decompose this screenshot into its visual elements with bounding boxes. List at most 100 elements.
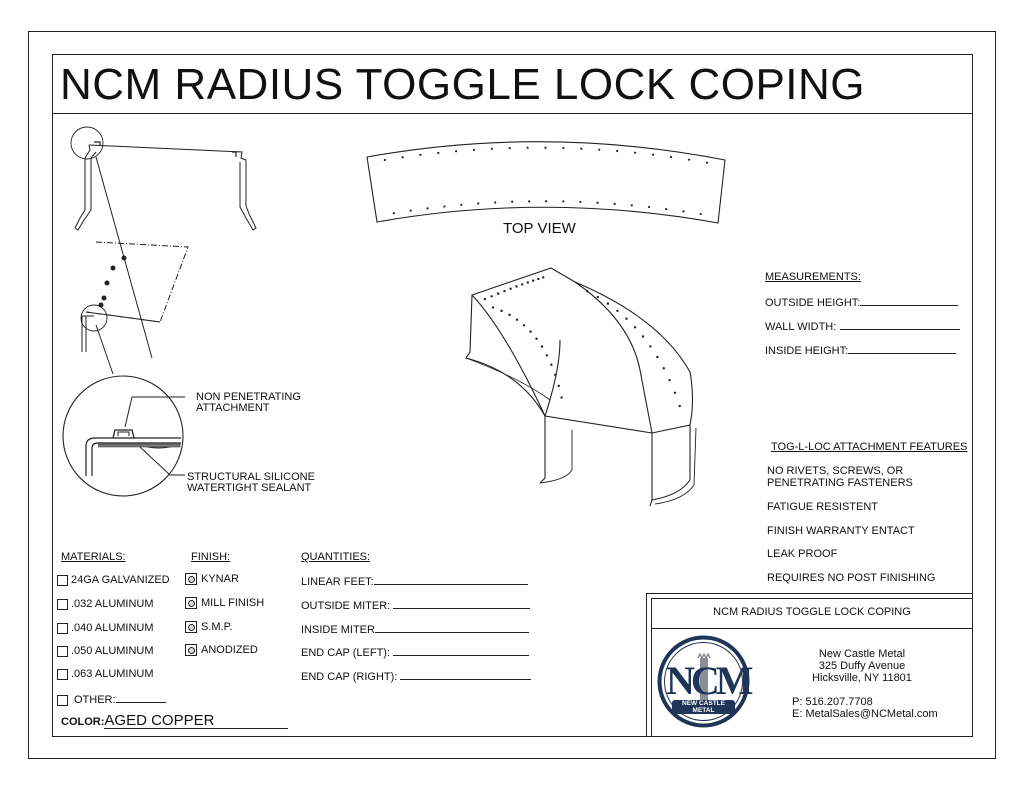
radio[interactable] [185, 597, 197, 610]
color-label: COLOR: [61, 716, 105, 728]
feature-item: LEAK PROOF [767, 548, 838, 560]
finish-option[interactable]: ANODIZED [185, 644, 258, 657]
fastener-hole-dots [383, 146, 709, 408]
hole-dot [585, 289, 589, 293]
hole-dot [647, 205, 651, 209]
measurement-blank[interactable] [848, 343, 957, 354]
hole-dot [662, 367, 665, 370]
quantities-heading: QUANTITIES: [301, 551, 371, 563]
material-option-other[interactable]: OTHER: [57, 692, 166, 707]
feature-item: FINISH WARRANTY ENTACT [767, 525, 915, 537]
sheet-outer-border [28, 31, 996, 759]
hole-dot [616, 309, 619, 313]
title-block-rule [651, 628, 973, 629]
sheet-title: NCM RADIUS TOGGLE LOCK COPING [60, 60, 866, 109]
hole-dot [557, 384, 560, 388]
hole-dot [678, 404, 681, 408]
radio[interactable] [185, 644, 197, 657]
material-option[interactable]: .040 ALUMINUM [57, 622, 154, 635]
hole-dot [490, 147, 493, 150]
finish-option[interactable]: KYNAR [185, 573, 239, 586]
hole-dot [682, 210, 685, 213]
radio[interactable] [185, 621, 197, 634]
material-option[interactable]: .063 ALUMINUM [57, 668, 154, 681]
ncm-logo: NCM NEW CASTLE METAL [656, 634, 754, 729]
hole-dot [598, 148, 601, 151]
finish-option[interactable]: S.M.P. [185, 621, 233, 634]
hole-dot [613, 202, 616, 205]
logo-subtitle-1: NEW CASTLE [682, 700, 725, 707]
hole-dot [651, 153, 655, 156]
hole-dot [531, 279, 535, 282]
hole-dot [401, 156, 404, 159]
finish-option[interactable]: MILL FINISH [185, 597, 264, 610]
hole-dot [545, 354, 549, 357]
quantity-blank[interactable] [393, 598, 531, 609]
isometric-coping-drawing [465, 267, 697, 507]
checkbox[interactable] [57, 694, 68, 706]
measurement-wall-width: WALL WIDTH: [765, 319, 961, 334]
company-email[interactable]: E: MetalSales@NCMetal.com [792, 708, 938, 720]
callout-sealant-line1: STRUCTURAL SILICONE [187, 471, 315, 483]
hole-dot [460, 203, 463, 206]
hole-dot [419, 153, 422, 157]
quantity-blank[interactable] [393, 645, 530, 656]
finish-label: MILL FINISH [201, 597, 265, 609]
measurement-blank[interactable] [840, 319, 961, 330]
material-label: .040 ALUMINUM [71, 622, 154, 634]
hole-dot [508, 147, 511, 150]
finish-label: KYNAR [201, 573, 239, 585]
checkbox[interactable] [57, 598, 68, 610]
hole-dot [503, 289, 506, 293]
hole-dot [580, 147, 583, 150]
finish-heading: FINISH: [191, 551, 231, 563]
color-value[interactable]: AGED COPPER [104, 713, 289, 729]
hole-dot [490, 295, 493, 298]
hole-dot [625, 317, 628, 320]
hole-dot [491, 306, 495, 309]
sheet-inner-border [52, 54, 973, 737]
material-label: OTHER: [74, 694, 116, 706]
quantity-label: END CAP (RIGHT): [301, 671, 398, 683]
material-label: .063 ALUMINUM [71, 668, 154, 680]
hole-dot [540, 345, 544, 348]
hole-dot [496, 292, 500, 295]
feature-item: NO RIVETS, SCREWS, OR [767, 465, 904, 477]
hole-dot [656, 355, 659, 359]
hole-dot [633, 326, 637, 329]
checkbox[interactable] [57, 622, 68, 634]
hole-dot [483, 297, 487, 301]
feature-item: FATIGUE RESISTENT [767, 501, 879, 513]
hole-dot [562, 200, 565, 203]
hole-dot [477, 202, 480, 205]
material-option[interactable]: .032 ALUMINUM [57, 598, 154, 611]
hole-dot [522, 324, 526, 327]
hole-dot [665, 207, 668, 211]
hole-dot [550, 363, 553, 366]
title-block-rule [651, 598, 973, 599]
hole-dot [616, 149, 619, 153]
logo-seal [657, 635, 750, 728]
hole-dot [383, 158, 386, 162]
quantity-blank[interactable] [400, 669, 532, 680]
hole-dot [521, 283, 524, 286]
quantity-blank[interactable] [373, 574, 528, 585]
checkbox[interactable] [57, 574, 68, 586]
callout-sealant-line2: WATERTIGHT SEALANT [187, 482, 312, 494]
hole-dot [392, 212, 395, 215]
measurement-blank[interactable] [860, 295, 959, 306]
other-blank[interactable] [115, 692, 166, 703]
checkbox[interactable] [57, 645, 68, 657]
hole-dot [668, 378, 671, 382]
quantity-blank[interactable] [374, 622, 529, 633]
company-phone[interactable]: P: 516.207.7708 [792, 696, 873, 708]
material-option[interactable]: .050 ALUMINUM [57, 645, 154, 658]
radio[interactable] [185, 573, 197, 586]
finish-label: S.M.P. [201, 621, 233, 633]
features-heading: TOG-L-LOC ATTACHMENT FEATURES [771, 441, 968, 453]
material-option[interactable]: 24GA GALVANIZED [57, 574, 170, 587]
measurements-heading: MEASUREMENTS: [765, 271, 861, 283]
hole-dot [529, 330, 532, 333]
checkbox[interactable] [57, 668, 68, 680]
hole-dot [526, 281, 529, 284]
